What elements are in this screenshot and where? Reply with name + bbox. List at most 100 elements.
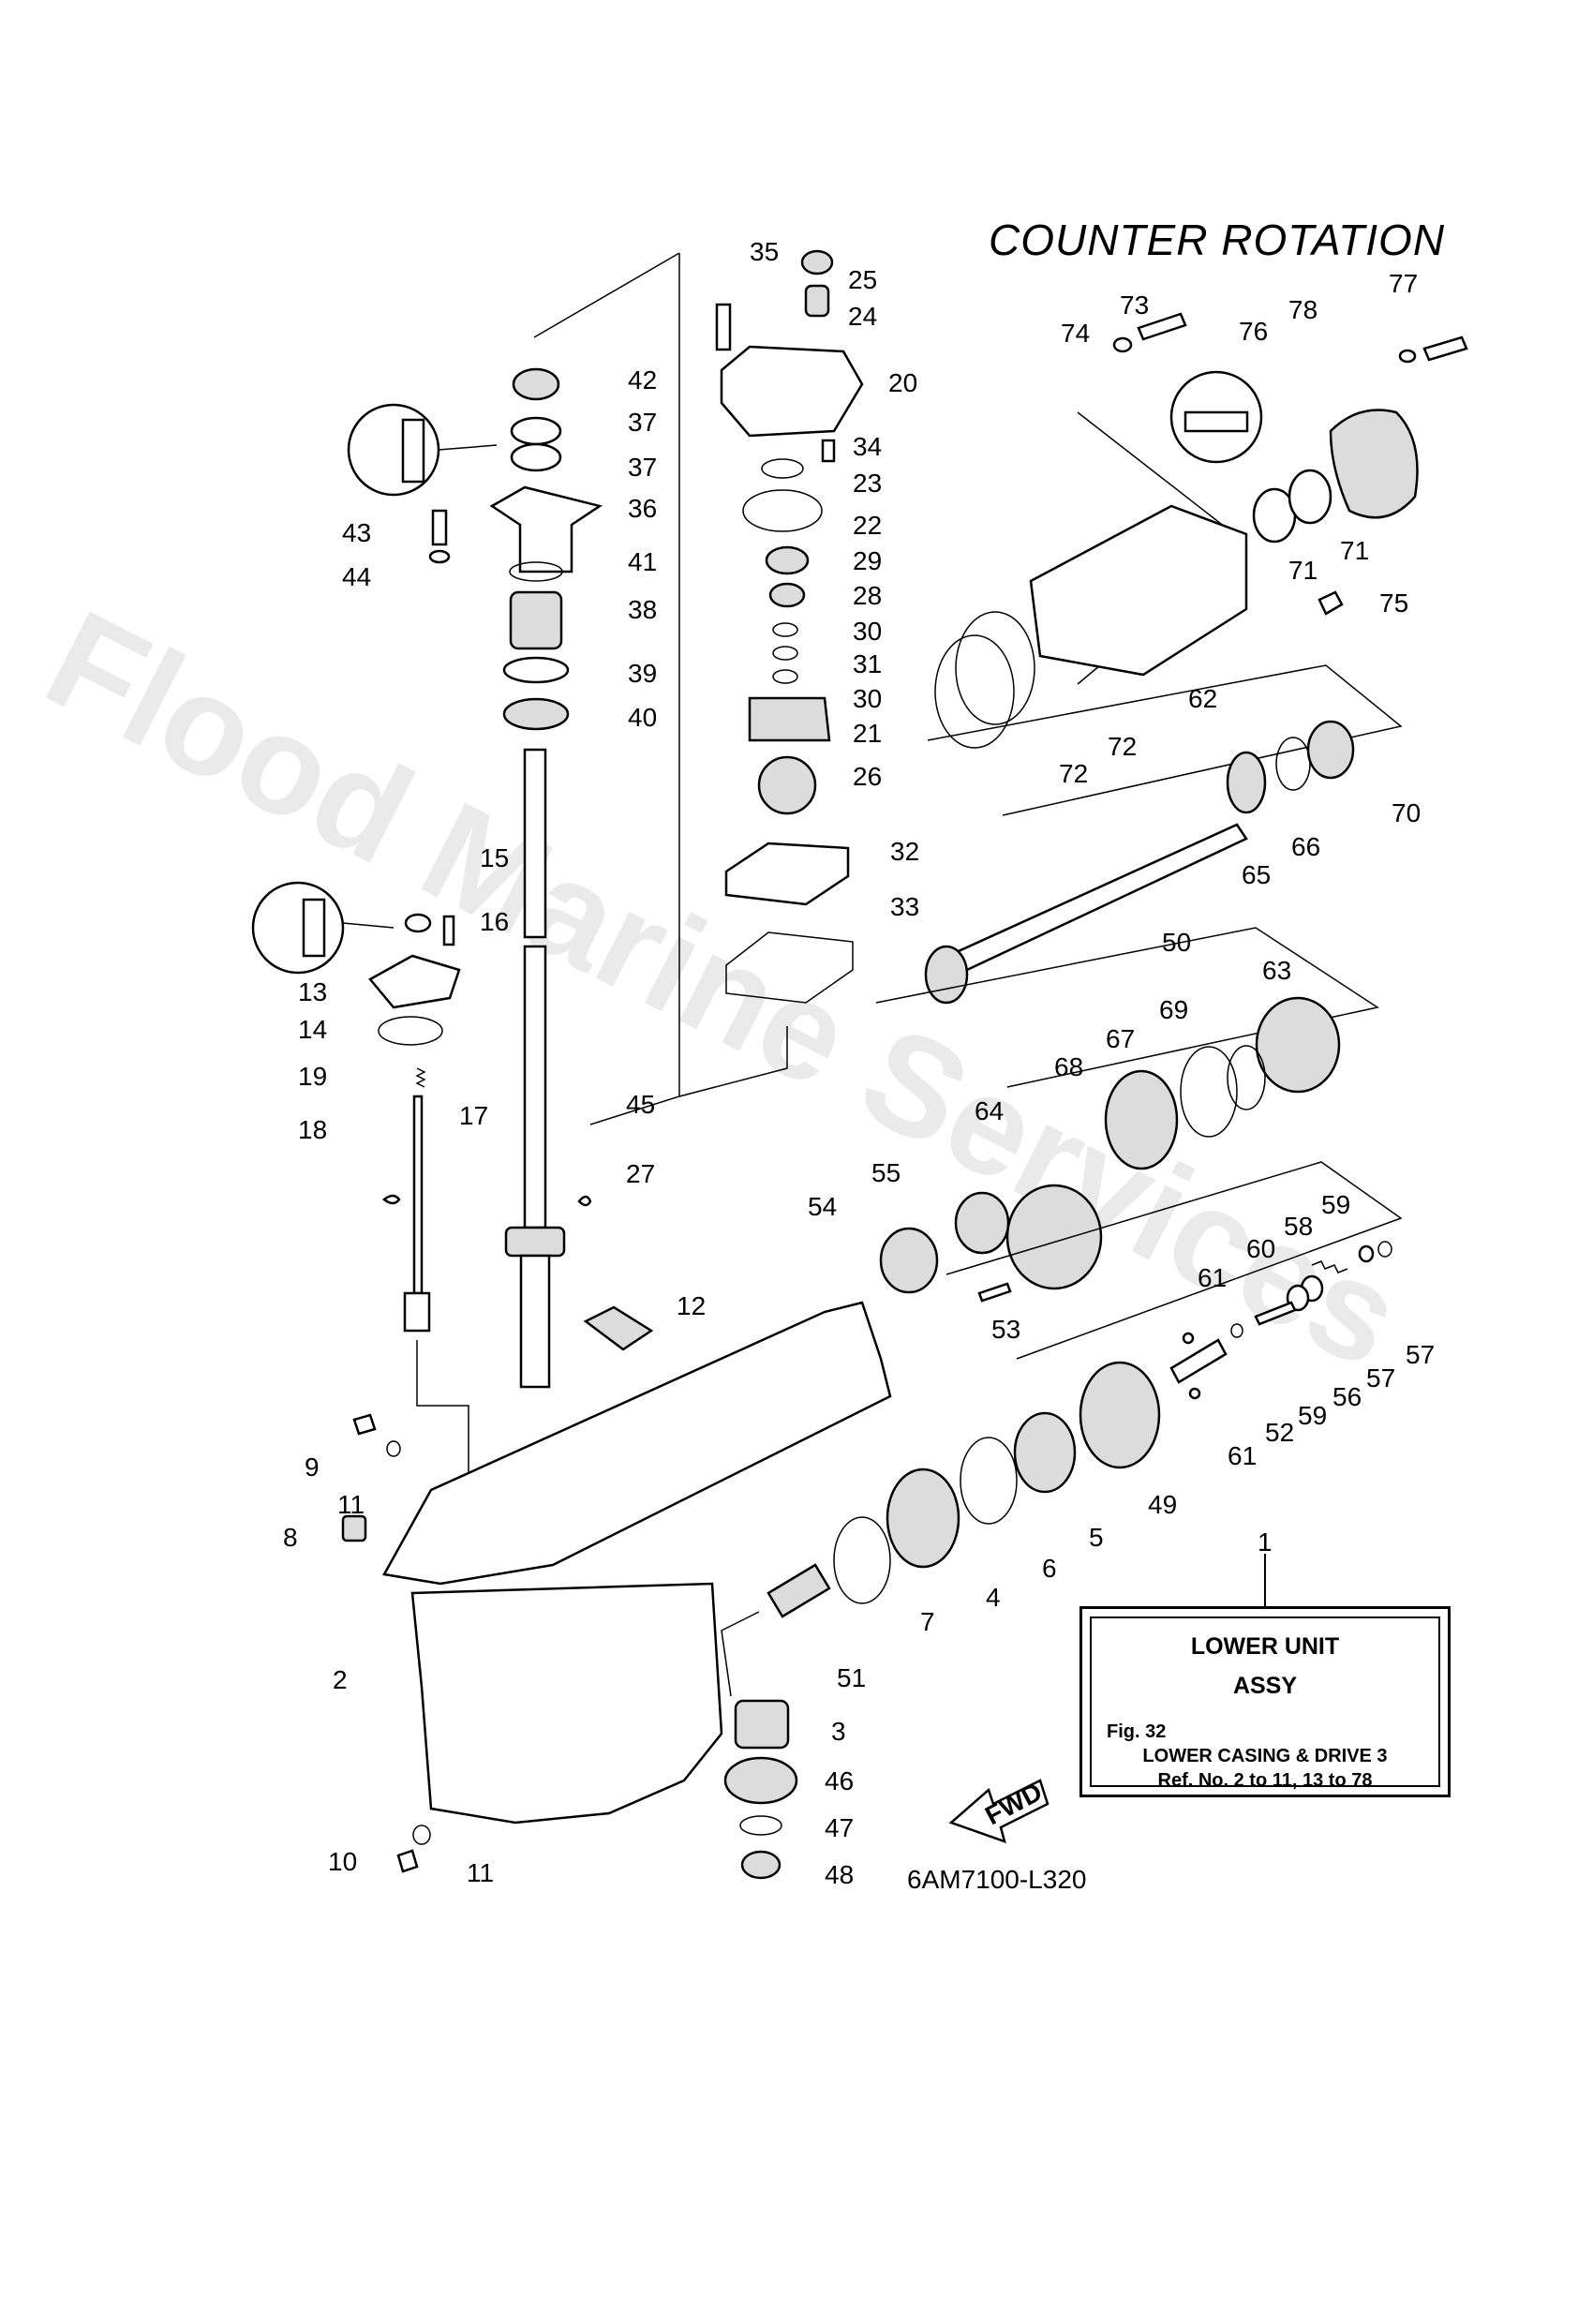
part-37-icon [510, 442, 562, 472]
part-28-icon [768, 582, 806, 608]
part-37-icon [510, 416, 562, 446]
carrier-group [767, 312, 1468, 1618]
part-41-icon [509, 561, 563, 582]
lower-casing-group: FWD [341, 1301, 1266, 1880]
callout-labels: 3525242034232229283031302126323342373736… [283, 237, 1435, 1889]
part-48-icon [740, 1850, 782, 1880]
part-45-icon [519, 1254, 551, 1389]
callout-18: 18 [298, 1115, 327, 1144]
part-45-icon [504, 1226, 566, 1258]
callout-57a: 57 [1366, 1363, 1395, 1393]
callout-13: 13 [298, 977, 327, 1006]
callout-46: 46 [825, 1766, 854, 1795]
shift-detail-icon [302, 898, 326, 958]
part-58-icon [1358, 1244, 1375, 1263]
callout-77: 77 [1389, 269, 1418, 298]
part-65-icon [1226, 751, 1267, 814]
callout-12: 12 [677, 1291, 706, 1320]
callout-38: 38 [628, 595, 657, 624]
part-14-icon [378, 1016, 443, 1046]
callout-59a: 59 [1298, 1401, 1327, 1430]
info-box: LOWER UNIT ASSY Fig. 32 LOWER CASING & D… [1079, 1606, 1451, 1797]
part-27-icon [577, 1195, 592, 1207]
info-box-caption: LOWER CASING & DRIVE 3 [1142, 1746, 1388, 1766]
callout-40: 40 [628, 703, 657, 732]
part-29-icon [765, 545, 810, 575]
callout-34: 34 [853, 432, 882, 461]
callout-69: 69 [1159, 995, 1188, 1024]
part-8-icon [341, 1514, 367, 1542]
callout-78: 78 [1288, 295, 1317, 324]
part-49-icon [1079, 1361, 1161, 1469]
callout-3: 3 [831, 1717, 846, 1746]
leader-line [678, 1026, 788, 1097]
part-68-icon [1104, 1069, 1179, 1170]
callout-56: 56 [1332, 1382, 1362, 1411]
callout-71a: 71 [1288, 556, 1317, 585]
part-30-icon [772, 669, 798, 684]
part-13-icon [368, 954, 461, 1009]
callout-25: 25 [848, 265, 877, 294]
callout-62: 62 [1188, 684, 1217, 713]
part-56-icon [1254, 1301, 1297, 1326]
part-38-icon [509, 590, 563, 650]
seal-detail-icon [401, 418, 425, 484]
callout-67: 67 [1106, 1024, 1135, 1053]
callout-44: 44 [342, 562, 371, 591]
callout-30b: 30 [853, 684, 882, 713]
part-52-icon [1169, 1338, 1228, 1384]
part-77-icon [1422, 335, 1468, 362]
seal-detail-icon [1184, 410, 1249, 433]
part-4-icon [886, 1467, 960, 1569]
part-45-icon [523, 945, 547, 1229]
part-61-icon [1188, 1387, 1201, 1400]
part-17-icon [403, 1291, 431, 1333]
callout-41: 41 [628, 547, 657, 576]
callout-5: 5 [1089, 1523, 1104, 1552]
part-78-icon [1398, 349, 1417, 364]
callout-10: 10 [328, 1847, 357, 1876]
callout-65: 65 [1242, 860, 1271, 889]
part-18-icon [381, 1194, 401, 1205]
callout-35: 35 [750, 237, 779, 266]
callout-63: 63 [1262, 956, 1291, 985]
part-71-icon [1288, 469, 1332, 525]
info-box-subtitle: ASSY [1232, 1673, 1298, 1699]
part-75-icon [1317, 590, 1344, 616]
callout-8: 8 [283, 1523, 298, 1552]
part-9-icon [352, 1413, 377, 1436]
callout-14: 14 [298, 1015, 327, 1044]
callout-11a: 11 [337, 1490, 365, 1519]
part-76-icon [1329, 409, 1419, 519]
part-36-icon [489, 485, 603, 574]
diagram-code: 6AM7100-L320 [907, 1865, 1086, 1894]
callout-2: 2 [333, 1665, 348, 1694]
part-12-icon [583, 1305, 654, 1351]
part-59-icon [1230, 1323, 1243, 1338]
callout-42: 42 [628, 365, 657, 395]
part-32-icon [724, 842, 850, 906]
callout-28: 28 [853, 581, 882, 610]
part-42-icon [512, 367, 560, 401]
callout-60: 60 [1246, 1234, 1275, 1263]
part-19-icon [415, 1067, 426, 1088]
part-40-icon [502, 697, 570, 731]
callout-7: 7 [920, 1607, 935, 1636]
part-67-icon [1180, 1046, 1238, 1138]
driveshaft-group [251, 252, 680, 1537]
callout-29: 29 [853, 546, 882, 575]
callout-59b: 59 [1321, 1190, 1350, 1219]
callout-20: 20 [888, 368, 917, 397]
part-60-icon [1311, 1260, 1348, 1274]
part-72-icon [955, 611, 1035, 725]
part-46-icon [723, 1756, 798, 1805]
callout-1: 1 [1258, 1527, 1273, 1557]
part-22-icon [742, 489, 823, 532]
part-26-icon [757, 755, 817, 815]
part-35-icon [715, 303, 732, 351]
callout-23: 23 [853, 469, 882, 498]
part-63-icon [1255, 996, 1341, 1094]
seal-detail-icon [347, 403, 440, 497]
part-73-icon [1137, 312, 1187, 341]
callout-26: 26 [853, 762, 882, 791]
